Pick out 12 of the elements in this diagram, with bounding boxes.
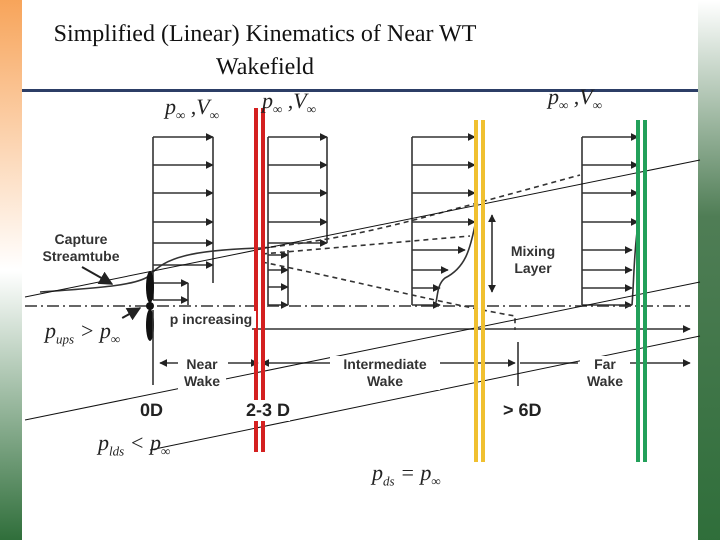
leader-arrow (122, 307, 142, 320)
flow-condition-label: p$_{∞}$ ,V$_{∞}$ (262, 88, 316, 118)
flow-condition-label: p$_{∞}$ ,V$_{∞}$ (165, 94, 220, 124)
slide-title: Simplified (Linear) Kinematics of Near WT Wakefield (52, 20, 478, 82)
leader-arrow (82, 266, 114, 285)
wake-region-label: Near Wake (178, 356, 226, 390)
flow-condition-label: p$_{∞}$ ,V$_{∞}$ (548, 84, 602, 114)
pressure-label: p$_{ds}$ = p$_{∞}$ (372, 460, 441, 490)
wake-region-label: Intermediate Wake (330, 356, 440, 390)
pressure-label: p$_{ups}$ > p$_{∞}$ (45, 318, 120, 348)
distance-label: 2-3 D (246, 400, 290, 421)
pressure-label: p$_{lds}$ < p$_{∞}$ (98, 430, 170, 460)
